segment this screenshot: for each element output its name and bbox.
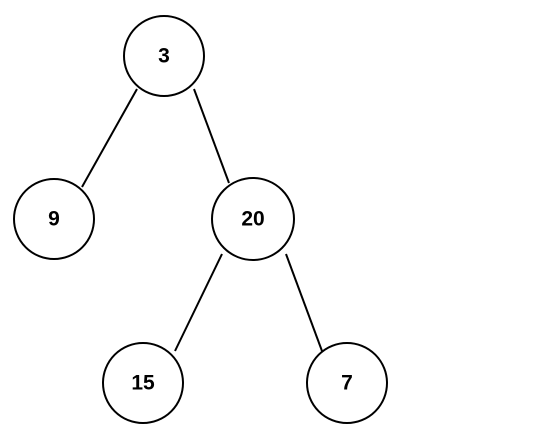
node-label-15: 15 [131,372,155,395]
node-circle [102,342,184,424]
tree-node-7: 7 [306,342,388,424]
node-circle [13,178,95,260]
edge-3-to-9 [81,88,138,188]
edges [81,88,323,352]
node-label-20: 20 [241,208,264,231]
tree-node-15: 15 [102,342,184,424]
node-circle [123,15,205,97]
edge-3-to-20 [193,88,230,184]
node-circle [211,177,295,261]
edge-20-to-7 [285,253,323,352]
tree-node-20: 20 [211,177,295,261]
tree-node-9: 9 [13,178,95,260]
node-label-7: 7 [341,372,353,395]
node-label-3: 3 [158,45,170,68]
node-label-9: 9 [48,208,60,231]
tree-node-3: 3 [123,15,205,97]
edge-20-to-15 [174,253,223,352]
node-circle [306,342,388,424]
